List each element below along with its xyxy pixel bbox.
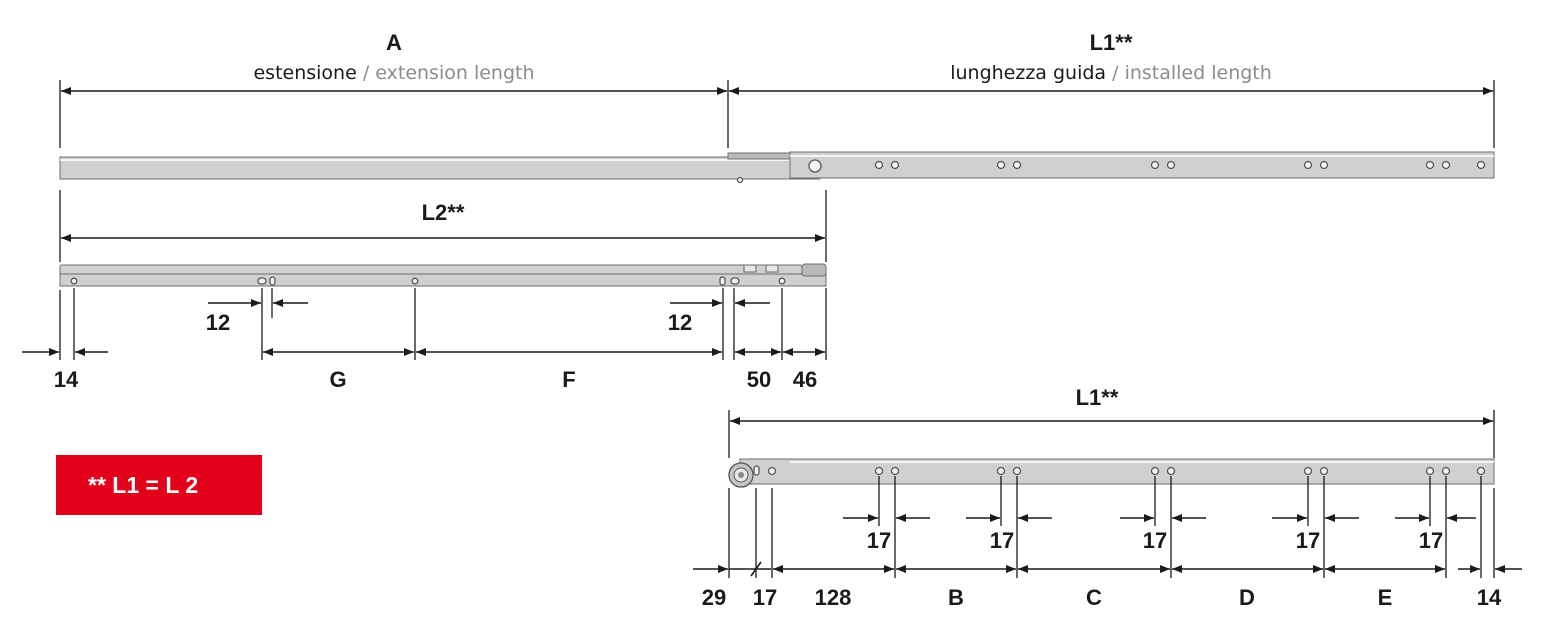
dim-12-right: 12	[668, 299, 770, 335]
top-rail-extended	[59, 151, 1495, 184]
middle-rail-top-flange	[59, 264, 803, 275]
dim-17-pair-1-label: 17	[867, 528, 891, 553]
bottom-extension-lines	[728, 476, 1495, 578]
dim-c: C	[1018, 565, 1170, 610]
dim-l1-caption: lunghezza guida / installed length	[950, 62, 1272, 84]
dim-e: E	[1325, 565, 1445, 610]
note-l1-equals-l2: ** L1 = L 2	[56, 455, 262, 515]
dim-50: 50	[735, 348, 781, 392]
dim-29-label: 29	[702, 585, 726, 610]
dim-l1-caption-en: installed length	[1125, 62, 1272, 84]
dim-29: 29	[693, 565, 728, 610]
dim-17-pair-3-label: 17	[1143, 528, 1167, 553]
dim-17-start: 17	[729, 561, 777, 610]
dim-a-label: A	[386, 30, 402, 55]
dim-17-pair-4: 17	[1272, 514, 1359, 553]
bottom-rail-holes	[874, 466, 1486, 476]
top-dimension-l1: L1** lunghezza guida / installed length	[729, 30, 1495, 148]
top-rail-holes	[874, 160, 1486, 170]
top-dimension-a: A estensione / extension length	[59, 30, 729, 148]
middle-rail-drawer-member	[59, 263, 827, 287]
dim-b-label: B	[948, 585, 964, 610]
middle-extension-lines	[73, 288, 827, 360]
dim-50-label: 50	[747, 367, 771, 392]
dim-l2-label: L2**	[422, 200, 465, 225]
dim-12-left-label: 12	[206, 310, 230, 335]
dim-f-label: F	[562, 367, 575, 392]
dim-l1-caption-sep: /	[1106, 62, 1124, 84]
dim-17-pair-5-label: 17	[1419, 528, 1443, 553]
dim-46-label: 46	[793, 367, 817, 392]
top-rail-roller	[808, 159, 822, 173]
dim-17-pair-2: 17	[966, 514, 1052, 553]
dim-a-caption: estensione / extension length	[253, 62, 534, 84]
dim-12-left: 12	[206, 299, 308, 335]
dim-14-bottom-label: 14	[1477, 585, 1502, 610]
bottom-rail-body	[739, 458, 1495, 485]
dim-17-pair-2-label: 17	[990, 528, 1014, 553]
dim-14-bottom: 14	[1458, 565, 1522, 610]
dim-b: B	[896, 565, 1016, 610]
dim-17-pair-1: 17	[843, 514, 930, 553]
dim-17-pair-5: 17	[1395, 514, 1476, 553]
middle-dimension-l2: L2**	[59, 190, 827, 262]
dim-46: 46	[783, 348, 825, 392]
dim-d-label: D	[1239, 585, 1255, 610]
dim-14-middle-label: 14	[54, 367, 79, 392]
dim-l1-caption-it: lunghezza guida	[950, 62, 1106, 84]
bottom-dimension-l1: L1**	[728, 385, 1495, 458]
top-rail-sleeve	[727, 152, 795, 160]
dim-d: D	[1172, 565, 1323, 610]
dim-14-middle: 14	[22, 290, 108, 392]
dim-a-caption-sep: /	[357, 62, 375, 84]
dim-17-pair-4-label: 17	[1296, 528, 1320, 553]
dim-a-caption-it: estensione	[253, 62, 356, 84]
bottom-rail-cabinet-member	[728, 458, 1495, 488]
dim-128-label: 128	[815, 585, 852, 610]
dim-g-label: G	[329, 367, 346, 392]
top-rail-stud	[736, 176, 744, 184]
dim-l1-top-label: L1**	[1090, 30, 1133, 55]
dim-f: F	[416, 348, 722, 392]
dim-l1-bottom-label: L1**	[1076, 385, 1119, 410]
middle-rail-body	[59, 273, 827, 287]
dim-c-label: C	[1086, 585, 1102, 610]
dim-17-pair-3: 17	[1120, 514, 1206, 553]
dim-12-right-label: 12	[668, 310, 692, 335]
dim-e-label: E	[1378, 585, 1393, 610]
dim-17-start-label: 17	[753, 585, 777, 610]
dim-a-caption-en: extension length	[375, 62, 534, 84]
dim-128: 128	[773, 565, 894, 610]
dim-g: G	[263, 348, 414, 392]
middle-rail-end-clip	[801, 263, 827, 277]
